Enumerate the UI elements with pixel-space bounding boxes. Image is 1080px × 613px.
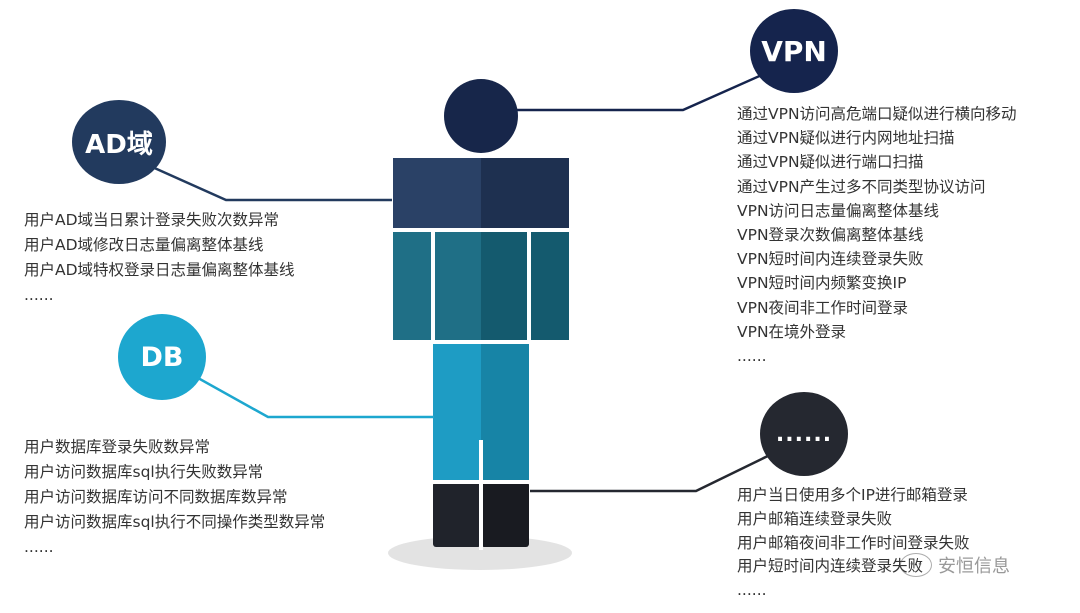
list-item: ...... bbox=[24, 538, 54, 556]
ad-label: AD域 bbox=[85, 129, 153, 160]
list-item: 用户邮箱连续登录失败 bbox=[737, 509, 893, 528]
list-item: 用户访问数据库sql执行失败数异常 bbox=[24, 463, 264, 481]
list-item: ...... bbox=[737, 581, 767, 600]
list-item: 通过VPN疑似进行内网地址扫描 bbox=[737, 129, 955, 148]
watermark: • • 安恒信息 bbox=[900, 552, 1010, 578]
list-item: ...... bbox=[737, 347, 767, 366]
other-list: 用户当日使用多个IP进行邮箱登录 用户邮箱连续登录失败 用户邮箱夜间非工作时间登… bbox=[737, 484, 970, 603]
list-item: 通过VPN访问高危端口疑似进行横向移动 bbox=[737, 105, 1017, 123]
connector-vpn bbox=[517, 72, 765, 112]
wechat-icon: • • bbox=[900, 553, 932, 577]
torso-left bbox=[393, 158, 481, 230]
leg-right bbox=[481, 342, 529, 482]
connector-db bbox=[197, 376, 434, 419]
figure-head bbox=[444, 79, 518, 153]
vpn-circle: VPN bbox=[750, 9, 838, 93]
ad-list: 用户AD域当日累计登录失败次数异常 用户AD域修改日志量偏离整体基线 用户AD域… bbox=[24, 208, 295, 308]
watermark-text: 安恒信息 bbox=[938, 556, 1010, 577]
list-item: 用户AD域当日累计登录失败次数异常 bbox=[24, 211, 280, 229]
vpn-label: VPN bbox=[761, 34, 827, 68]
list-item: VPN在境外登录 bbox=[737, 322, 847, 341]
list-item: 用户访问数据库sql执行不同操作类型数异常 bbox=[24, 513, 326, 531]
shoe-left bbox=[433, 482, 481, 547]
list-item: VPN短时间内连续登录失败 bbox=[737, 250, 924, 269]
db-circle: DB bbox=[118, 314, 206, 400]
connector-ad bbox=[149, 164, 392, 202]
vpn-list: 通过VPN访问高危端口疑似进行横向移动 通过VPN疑似进行内网地址扫描 通过VP… bbox=[737, 102, 1017, 368]
list-item: 用户访问数据库访问不同数据库数异常 bbox=[24, 488, 288, 506]
list-item: 用户当日使用多个IP进行邮箱登录 bbox=[737, 486, 968, 504]
list-item: 用户短时间内连续登录失败 bbox=[737, 557, 924, 576]
ad-circle: AD域 bbox=[72, 100, 166, 184]
figure-separators bbox=[391, 228, 571, 550]
db-list: 用户数据库登录失败数异常 用户访问数据库sql执行失败数异常 用户访问数据库访问… bbox=[24, 435, 325, 560]
other-label: ...... bbox=[775, 421, 833, 447]
belly-right bbox=[481, 230, 569, 342]
list-item: 通过VPN疑似进行端口扫描 bbox=[737, 153, 924, 172]
db-label: DB bbox=[140, 341, 184, 373]
belly-left bbox=[393, 230, 481, 342]
list-item: 用户数据库登录失败数异常 bbox=[24, 438, 211, 456]
connector-other bbox=[530, 450, 777, 493]
leg-left bbox=[433, 342, 481, 482]
list-item: 用户AD域特权登录日志量偏离整体基线 bbox=[24, 261, 295, 279]
list-item: 通过VPN产生过多不同类型协议访问 bbox=[737, 177, 986, 196]
list-item: VPN访问日志量偏离整体基线 bbox=[737, 201, 940, 220]
other-circle: ...... bbox=[760, 392, 848, 476]
list-item: VPN登录次数偏离整体基线 bbox=[737, 226, 924, 245]
list-item: ...... bbox=[24, 286, 54, 304]
list-item: VPN短时间内频繁变换IP bbox=[737, 274, 907, 293]
list-item: 用户AD域修改日志量偏离整体基线 bbox=[24, 236, 264, 254]
shoe-right bbox=[481, 482, 529, 547]
list-item: VPN夜间非工作时间登录 bbox=[737, 298, 909, 317]
torso-right bbox=[481, 158, 569, 230]
list-item: 用户邮箱夜间非工作时间登录失败 bbox=[737, 533, 970, 552]
